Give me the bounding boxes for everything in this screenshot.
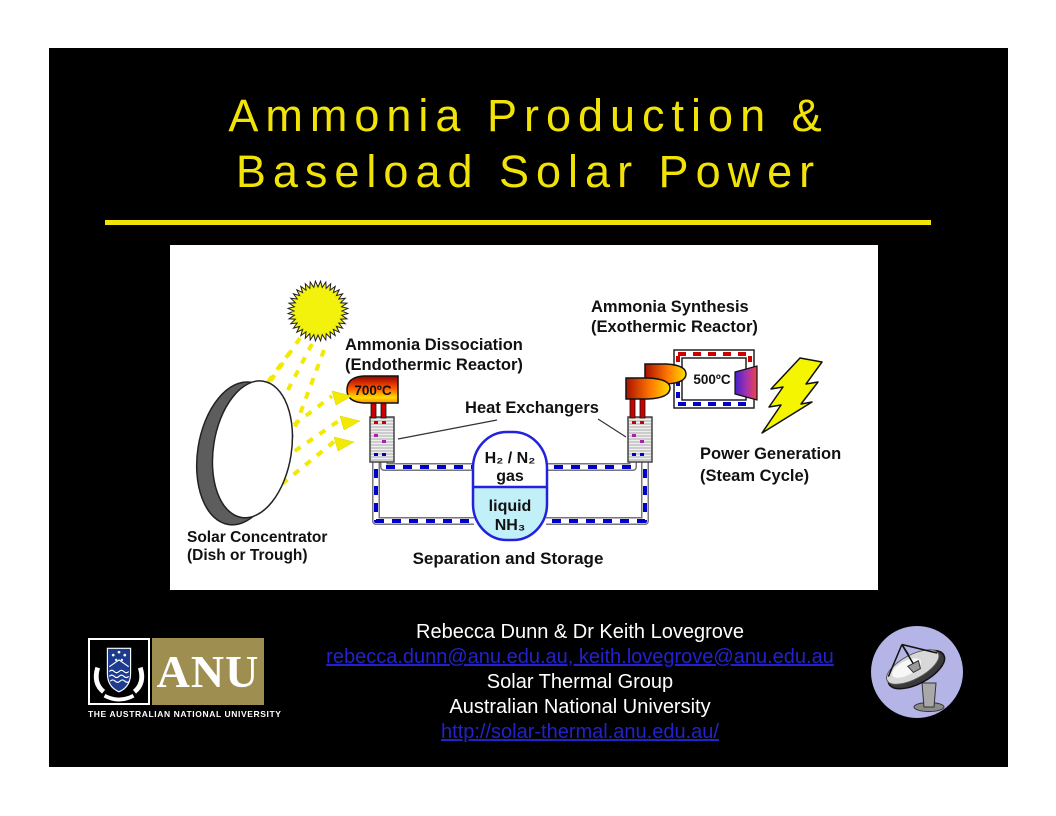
slide-title-line2: Baseload Solar Power: [235, 146, 822, 197]
storage-tank: H₂ / N₂ gas liquid NH₃: [471, 430, 549, 542]
footer-credits: Rebecca Dunn & Dr Keith Lovegrove rebecc…: [290, 620, 870, 745]
tank-gas-label-line1: H₂ / N₂: [485, 450, 536, 467]
slide-title: Ammonia Production & Baseload Solar Powe…: [49, 88, 1008, 200]
pointer-lines: [397, 418, 627, 440]
synthesis-label-line2: (Exothermic Reactor): [591, 318, 758, 336]
dish-concentrator: [195, 380, 294, 526]
authors: Rebecca Dunn & Dr Keith Lovegrove: [416, 621, 744, 643]
concentrator-label-line2: (Dish or Trough): [187, 547, 308, 564]
anu-crest-icon: [88, 638, 150, 705]
dissociation-label-line2: (Endothermic Reactor): [345, 356, 523, 374]
heat-exchanger-left: [369, 416, 395, 463]
tank-liquid-label-line1: liquid: [489, 498, 532, 515]
heat-exchanger-right: [627, 416, 653, 463]
process-diagram: H₂ / N₂ gas liquid NH₃: [170, 245, 878, 590]
slide-title-line1: Ammonia Production &: [228, 90, 829, 141]
turbine: [734, 365, 758, 401]
temp-500-label: 500ºC: [693, 372, 730, 387]
concentrator-label-line1: Solar Concentrator: [187, 529, 327, 546]
power-label-line1: Power Generation: [700, 445, 841, 463]
slide: Ammonia Production & Baseload Solar Powe…: [49, 48, 1008, 767]
tank-liquid-label-line2: NH₃: [495, 517, 526, 534]
temp-700-label: 700ºC: [354, 383, 391, 398]
synthesis-reactor: [625, 363, 687, 400]
sun-icon: [286, 279, 350, 343]
diagram-svg: H₂ / N₂ gas liquid NH₃: [187, 279, 841, 568]
email-links[interactable]: rebecca.dunn@anu.edu.au, keith.lovegrove…: [326, 646, 834, 668]
website-link[interactable]: http://solar-thermal.anu.edu.au/: [441, 721, 719, 743]
dissociation-label-line1: Ammonia Dissociation: [345, 336, 523, 354]
steam-loop: 500ºC: [673, 349, 758, 409]
power-label-line2: (Steam Cycle): [700, 467, 809, 485]
anu-wordmark-text: ANU: [156, 645, 260, 697]
tank-gas-label-line2: gas: [496, 468, 524, 485]
anu-tagline: THE AUSTRALIAN NATIONAL UNIVERSITY: [88, 709, 282, 719]
ray-arrowheads: [331, 390, 361, 452]
heat-exchangers-label: Heat Exchangers: [465, 399, 599, 417]
anu-logo: ANU THE AUSTRALIAN NATIONAL UNIVERSITY: [88, 638, 282, 719]
group-name: Solar Thermal Group: [486, 671, 674, 693]
synthesis-label-line1: Ammonia Synthesis: [591, 298, 749, 316]
lightning-icon: [761, 357, 823, 434]
dissociation-reactor: 700ºC: [346, 375, 399, 404]
separation-label: Separation and Storage: [413, 549, 604, 568]
anu-wordmark: ANU: [152, 638, 264, 705]
solar-dish-badge-icon: [867, 623, 967, 723]
title-underline: [105, 220, 931, 225]
university-name: Australian National University: [449, 696, 711, 718]
